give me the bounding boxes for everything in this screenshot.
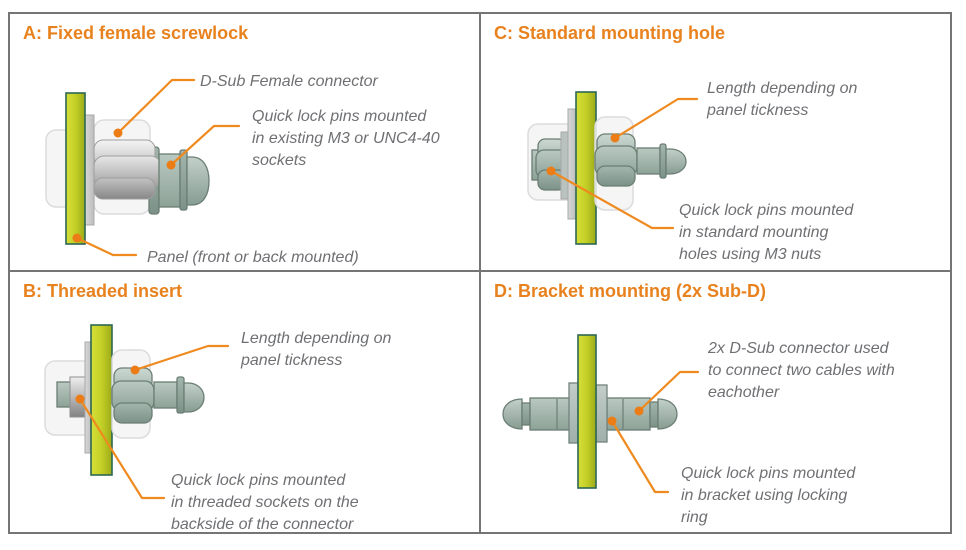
panel-shape — [90, 324, 113, 476]
annotation-line: in threaded sockets on the — [171, 494, 359, 511]
annotation-line: in bracket using locking — [681, 487, 848, 504]
annotation-line: panel tickness — [241, 352, 343, 369]
quadrant-b: B: Threaded insert Length depending on p… — [10, 272, 481, 532]
leader-line — [169, 124, 241, 167]
anchor-dot — [546, 166, 556, 176]
pin-shaft — [153, 381, 178, 409]
leader-line — [75, 236, 138, 257]
anchor-dot — [610, 133, 620, 143]
leader-line — [637, 370, 700, 413]
annotation-line: backside of the connector — [171, 516, 354, 532]
anchor-dot — [72, 233, 82, 243]
pin-knob-right — [657, 398, 678, 430]
annotation-line: Quick lock pins mounted — [681, 465, 856, 482]
pin-collar-right — [649, 401, 659, 428]
annotation-panel: Panel (front or back mounted) — [147, 247, 359, 269]
anchor-dot — [634, 406, 644, 416]
anchor-dot — [130, 365, 140, 375]
annotation-line: Length depending on — [707, 80, 858, 97]
panel-shape — [575, 91, 597, 245]
annotation-line: to connect two cables with — [708, 362, 895, 379]
quadrant-d: D: Bracket mounting (2x Sub-D) 2x D-Sub … — [481, 272, 950, 532]
quadrant-a: A: Fixed female screwlock D-Sub Female c… — [10, 14, 481, 272]
leader-line — [613, 97, 699, 140]
bracket-right — [595, 384, 608, 443]
annotation-line: holes using M3 nuts — [679, 246, 822, 263]
annotation-line: Length depending on — [241, 330, 392, 347]
pin-collar — [659, 143, 667, 179]
anchor-dot — [166, 160, 176, 170]
pin-collar — [179, 149, 188, 211]
annotation-dsub-female: D-Sub Female connector — [200, 71, 378, 93]
hex-body-bottom — [113, 402, 153, 424]
bracket-left — [568, 382, 579, 444]
annotation-line: Quick lock pins mounted — [171, 472, 346, 489]
annotation-line: Quick lock pins mounted — [679, 202, 854, 219]
quadrant-b-title: B: Threaded insert — [23, 281, 183, 301]
quadrant-b-illustration — [44, 324, 230, 500]
pin-collar — [176, 376, 185, 414]
anchor-dot — [113, 128, 123, 138]
annotation-quick-lock-pins: Quick lock pins mounted in bracket using… — [681, 463, 855, 529]
anchor-dot — [607, 416, 617, 426]
washer-strip — [560, 131, 569, 200]
pin-knob — [665, 148, 687, 175]
annotation-line: Quick lock pins mounted — [252, 108, 427, 125]
annotation-line: Panel (front or back mounted) — [147, 249, 359, 266]
connector-flange — [567, 108, 577, 220]
annotation-quick-lock-pins: Quick lock pins mounted in existing M3 o… — [252, 106, 440, 172]
panel-shape — [577, 334, 597, 489]
annotation-line: ring — [681, 509, 708, 526]
annotation-line: in existing M3 or UNC4-40 — [252, 130, 440, 147]
quadrant-c-illustration — [527, 91, 699, 245]
quadrant-a-illustration — [45, 78, 241, 257]
anchor-dot — [75, 394, 85, 404]
hex-body-bottom — [596, 165, 636, 187]
annotation-length: Length depending on panel tickness — [241, 328, 391, 372]
quadrant-d-title: D: Bracket mounting (2x Sub-D) — [494, 281, 767, 301]
pin-knob — [183, 382, 205, 413]
leader-line — [610, 419, 670, 494]
quadrant-c: C: Standard mounting hole Length dependi… — [481, 14, 950, 272]
pin-shaft — [636, 147, 661, 175]
annotation-line: eachother — [708, 384, 780, 401]
leader-line — [549, 169, 675, 230]
quadrant-a-title: A: Fixed female screwlock — [23, 23, 249, 43]
annotation-line: panel tickness — [707, 102, 809, 119]
leader-line — [78, 397, 166, 500]
annotation-quick-lock-pins: Quick lock pins mounted in standard moun… — [679, 200, 853, 266]
pin-shaft-left — [529, 397, 573, 431]
connector-flange — [84, 114, 95, 226]
annotation-length: Length depending on panel tickness — [707, 78, 857, 122]
annotation-line: in standard mounting — [679, 224, 829, 241]
screwlock-body-bottom — [93, 177, 156, 200]
annotation-line: sockets — [252, 152, 307, 169]
pin-knob-left — [502, 398, 523, 430]
pin-collar-left — [521, 402, 531, 426]
annotation-line: D-Sub Female connector — [200, 73, 378, 90]
annotation-quick-lock-pins: Quick lock pins mounted in threaded sock… — [171, 470, 359, 532]
annotation-line: 2x D-Sub connector used — [708, 340, 889, 357]
diagram-frame: A: Fixed female screwlock D-Sub Female c… — [8, 12, 952, 534]
quadrant-d-illustration — [502, 334, 700, 494]
pin-knob — [186, 156, 210, 206]
quadrant-c-title: C: Standard mounting hole — [494, 23, 725, 43]
leader-line — [116, 78, 196, 135]
annotation-two-connectors: 2x D-Sub connector used to connect two c… — [708, 338, 895, 404]
panel-shape — [65, 92, 86, 245]
leader-line — [133, 344, 230, 372]
